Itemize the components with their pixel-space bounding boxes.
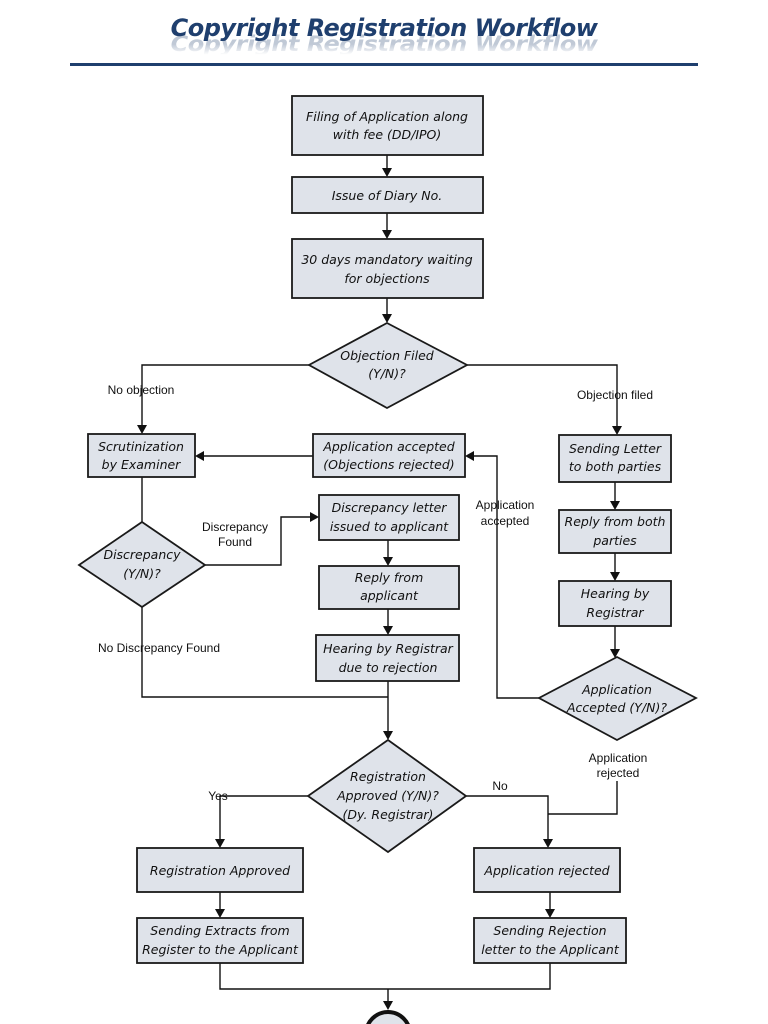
label-application-accepted-line-2: accepted <box>481 514 530 528</box>
node-hearing-rejection: Hearing by Registrar due to rejection <box>315 634 460 682</box>
title-reflection: Copyright Registration Workflow <box>170 31 598 57</box>
node-hearing-registrar-line-1: Hearing by <box>581 586 650 601</box>
label-yes: Yes <box>208 789 228 803</box>
node-reply-applicant: Reply from applicant <box>318 565 460 610</box>
connector-objection-filed <box>467 364 618 428</box>
node-registration-approved-q-line-2: Approved (Y/N)? <box>336 788 439 803</box>
node-app-accepted-q: Application Accepted (Y/N)? <box>537 655 698 742</box>
node-hearing-rejection-line-1: Hearing by Registrar <box>323 641 453 656</box>
node-sending-letter-line-1: Sending Letter <box>569 441 662 456</box>
page-title: Copyright Registration Workflow <box>170 14 598 42</box>
node-sending-letter: Sending Letter to both parties <box>558 434 672 483</box>
node-app-accepted-obj-line-1: Application accepted <box>322 439 454 454</box>
node-filing: Filing of Application along with fee (DD… <box>291 95 484 156</box>
node-discrepancy-line-1: Discrepancy <box>103 547 181 562</box>
node-scrutinization-line-2: by Examiner <box>102 457 182 472</box>
end-terminator <box>366 1010 410 1024</box>
label-application-accepted-line-1: Application <box>476 498 535 512</box>
node-discrepancy-letter-line-2: issued to applicant <box>330 519 449 534</box>
label-no-objection: No objection <box>108 383 175 397</box>
node-filing-line-2: with fee (DD/IPO) <box>333 127 442 142</box>
node-registration-approved-q-line-1: Registration <box>350 769 426 784</box>
node-sending-rejection-line-2: letter to the Applicant <box>481 942 620 957</box>
node-sending-letter-line-2: to both parties <box>569 459 662 474</box>
edge-labels: No objection Objection filed Discrepancy… <box>98 383 653 803</box>
node-app-accepted-q-line-1: Application <box>581 682 652 697</box>
node-diary: Issue of Diary No. <box>291 176 484 214</box>
node-waiting-line-1: 30 days mandatory waiting <box>301 252 472 267</box>
node-objection-filed-line-1: Objection Filed <box>340 348 434 363</box>
connector-no <box>466 795 549 841</box>
node-application-rejected: Application rejected <box>473 847 621 893</box>
label-discrepancy-found-line-2: Found <box>218 535 252 549</box>
node-reply-both-line-1: Reply from both <box>565 514 666 529</box>
node-app-accepted-obj: Application accepted (Objections rejecte… <box>312 433 466 478</box>
node-registration-approved-q: Registration Approved (Y/N)? (Dy. Regist… <box>306 738 468 854</box>
node-reply-applicant-line-1: Reply from <box>355 570 424 585</box>
node-app-accepted-q-line-2: Accepted (Y/N)? <box>566 700 667 715</box>
node-filing-line-1: Filing of Application along <box>306 109 468 124</box>
node-sending-rejection: Sending Rejection letter to the Applican… <box>473 917 627 964</box>
node-waiting-line-2: for objections <box>344 271 430 286</box>
node-discrepancy: Discrepancy (Y/N)? <box>77 520 207 609</box>
node-waiting: 30 days mandatory waiting for objections <box>291 238 484 299</box>
node-hearing-rejection-line-2: due to rejection <box>339 660 438 675</box>
node-reply-applicant-line-2: applicant <box>360 588 419 603</box>
node-scrutinization-line-1: Scrutinization <box>98 439 184 454</box>
node-scrutinization: Scrutinization by Examiner <box>87 433 196 478</box>
connector-discrepancy-found <box>205 516 312 566</box>
node-objection-filed-line-2: (Y/N)? <box>368 366 406 381</box>
label-discrepancy-found-line-1: Discrepancy <box>202 520 268 534</box>
node-reply-both-line-2: parties <box>592 533 637 548</box>
node-diary-line-1: Issue of Diary No. <box>332 188 443 203</box>
node-discrepancy-letter-line-1: Discrepancy letter <box>332 500 448 515</box>
node-reply-both: Reply from both parties <box>558 509 672 554</box>
connector-no-objection <box>141 364 309 427</box>
node-sending-extracts: Sending Extracts from Register to the Ap… <box>136 917 304 964</box>
node-hearing-registrar-line-2: Registrar <box>586 605 644 620</box>
label-no-discrepancy-found: No Discrepancy Found <box>98 641 220 655</box>
connector-application-accepted-loop <box>472 455 539 699</box>
label-application-rejected-line-1: Application <box>589 751 648 765</box>
label-application-rejected-line-2: rejected <box>597 766 640 780</box>
connector-application-rejected <box>548 781 618 815</box>
label-no: No <box>492 779 508 793</box>
node-discrepancy-line-2: (Y/N)? <box>123 566 161 581</box>
node-sending-extracts-line-2: Register to the Applicant <box>142 942 299 957</box>
title-underline <box>70 63 698 66</box>
connectors <box>137 155 622 1010</box>
node-registration-approved: Registration Approved <box>136 847 304 893</box>
label-objection-filed: Objection filed <box>577 388 653 402</box>
node-discrepancy-letter: Discrepancy letter issued to applicant <box>318 494 460 541</box>
node-objection-filed: Objection Filed (Y/N)? <box>307 321 469 410</box>
node-app-accepted-obj-line-2: (Objections rejected) <box>323 457 454 472</box>
node-hearing-registrar: Hearing by Registrar <box>558 580 672 627</box>
connector-merge <box>219 963 551 990</box>
node-registration-approved-line-1: Registration Approved <box>150 863 290 878</box>
connector-yes <box>219 795 308 841</box>
node-sending-rejection-line-1: Sending Rejection <box>493 923 606 938</box>
node-application-rejected-line-1: Application rejected <box>483 863 609 878</box>
node-registration-approved-q-line-3: (Dy. Registrar) <box>343 807 434 822</box>
connector-no-discrepancy <box>141 607 388 698</box>
node-sending-extracts-line-1: Sending Extracts from <box>150 923 289 938</box>
